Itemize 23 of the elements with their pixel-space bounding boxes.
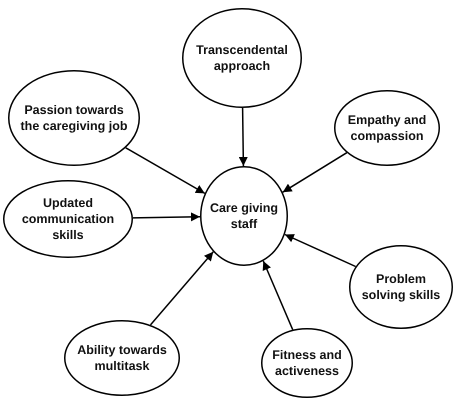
arrow bbox=[132, 212, 200, 222]
ellipse-node bbox=[349, 245, 453, 329]
ellipse-node bbox=[200, 166, 288, 266]
ellipse-node bbox=[261, 328, 353, 398]
ellipse-node bbox=[3, 180, 133, 258]
node-label: Problem solving skills bbox=[360, 270, 442, 304]
arrow bbox=[150, 251, 214, 326]
arrow bbox=[282, 152, 348, 193]
arrow bbox=[262, 260, 294, 330]
node-label: Updated communication skills bbox=[20, 194, 116, 244]
node-label: Care giving staff bbox=[209, 200, 279, 232]
node-label: Transcendental approach bbox=[195, 42, 289, 74]
arrow bbox=[284, 234, 356, 268]
arrow bbox=[125, 147, 206, 194]
node-label: Empathy and compassion bbox=[346, 112, 428, 144]
ellipse-node bbox=[64, 320, 180, 396]
ellipse-node bbox=[8, 70, 140, 166]
arrow bbox=[238, 108, 248, 166]
node-label: Passion towards the caregiving job bbox=[20, 102, 128, 134]
node-label: Fitness and activeness bbox=[271, 346, 343, 380]
ellipse-node bbox=[334, 90, 440, 166]
ellipse-node bbox=[182, 8, 302, 108]
node-label: Ability towards multitask bbox=[76, 342, 168, 374]
